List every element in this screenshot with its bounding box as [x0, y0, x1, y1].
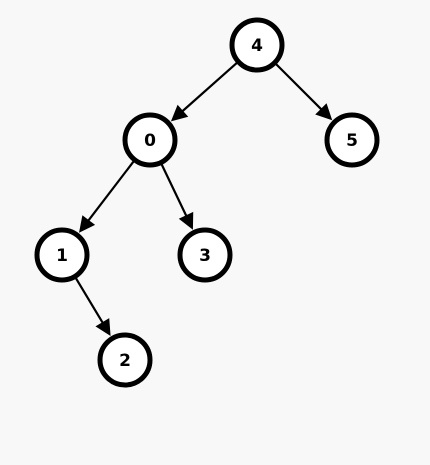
- edge-4-0: [170, 62, 238, 122]
- node-0: 0: [122, 112, 178, 168]
- node-1: 1: [34, 227, 90, 283]
- node-circle: [229, 17, 285, 73]
- node-3: 3: [177, 227, 233, 283]
- edge-line: [74, 277, 105, 325]
- arrowhead-icon: [178, 211, 194, 230]
- node-label: 4: [251, 36, 263, 56]
- edges-layer: [74, 62, 333, 336]
- node-label: 3: [199, 246, 211, 266]
- node-circle: [34, 227, 90, 283]
- edge-line: [160, 163, 188, 218]
- edge-line: [86, 160, 135, 223]
- edge-4-5: [275, 63, 333, 121]
- edge-1-2: [74, 277, 111, 336]
- edge-line: [180, 62, 238, 113]
- node-circle: [97, 332, 153, 388]
- node-5: 5: [324, 112, 380, 168]
- edge-0-3: [160, 163, 194, 230]
- node-circle: [122, 112, 178, 168]
- node-label: 2: [119, 351, 131, 371]
- node-4: 4: [229, 17, 285, 73]
- edge-0-1: [79, 160, 135, 233]
- node-label: 5: [346, 131, 358, 151]
- arrowhead-icon: [79, 215, 96, 233]
- arrowhead-icon: [315, 103, 333, 121]
- node-circle: [324, 112, 380, 168]
- node-circle: [177, 227, 233, 283]
- arrowhead-icon: [95, 318, 111, 336]
- node-label: 1: [56, 246, 68, 266]
- node-label: 0: [144, 131, 156, 151]
- edge-line: [275, 63, 324, 112]
- node-2: 2: [97, 332, 153, 388]
- nodes-layer: 4 0 5 1 3 2: [34, 17, 380, 388]
- arrowhead-icon: [170, 104, 189, 122]
